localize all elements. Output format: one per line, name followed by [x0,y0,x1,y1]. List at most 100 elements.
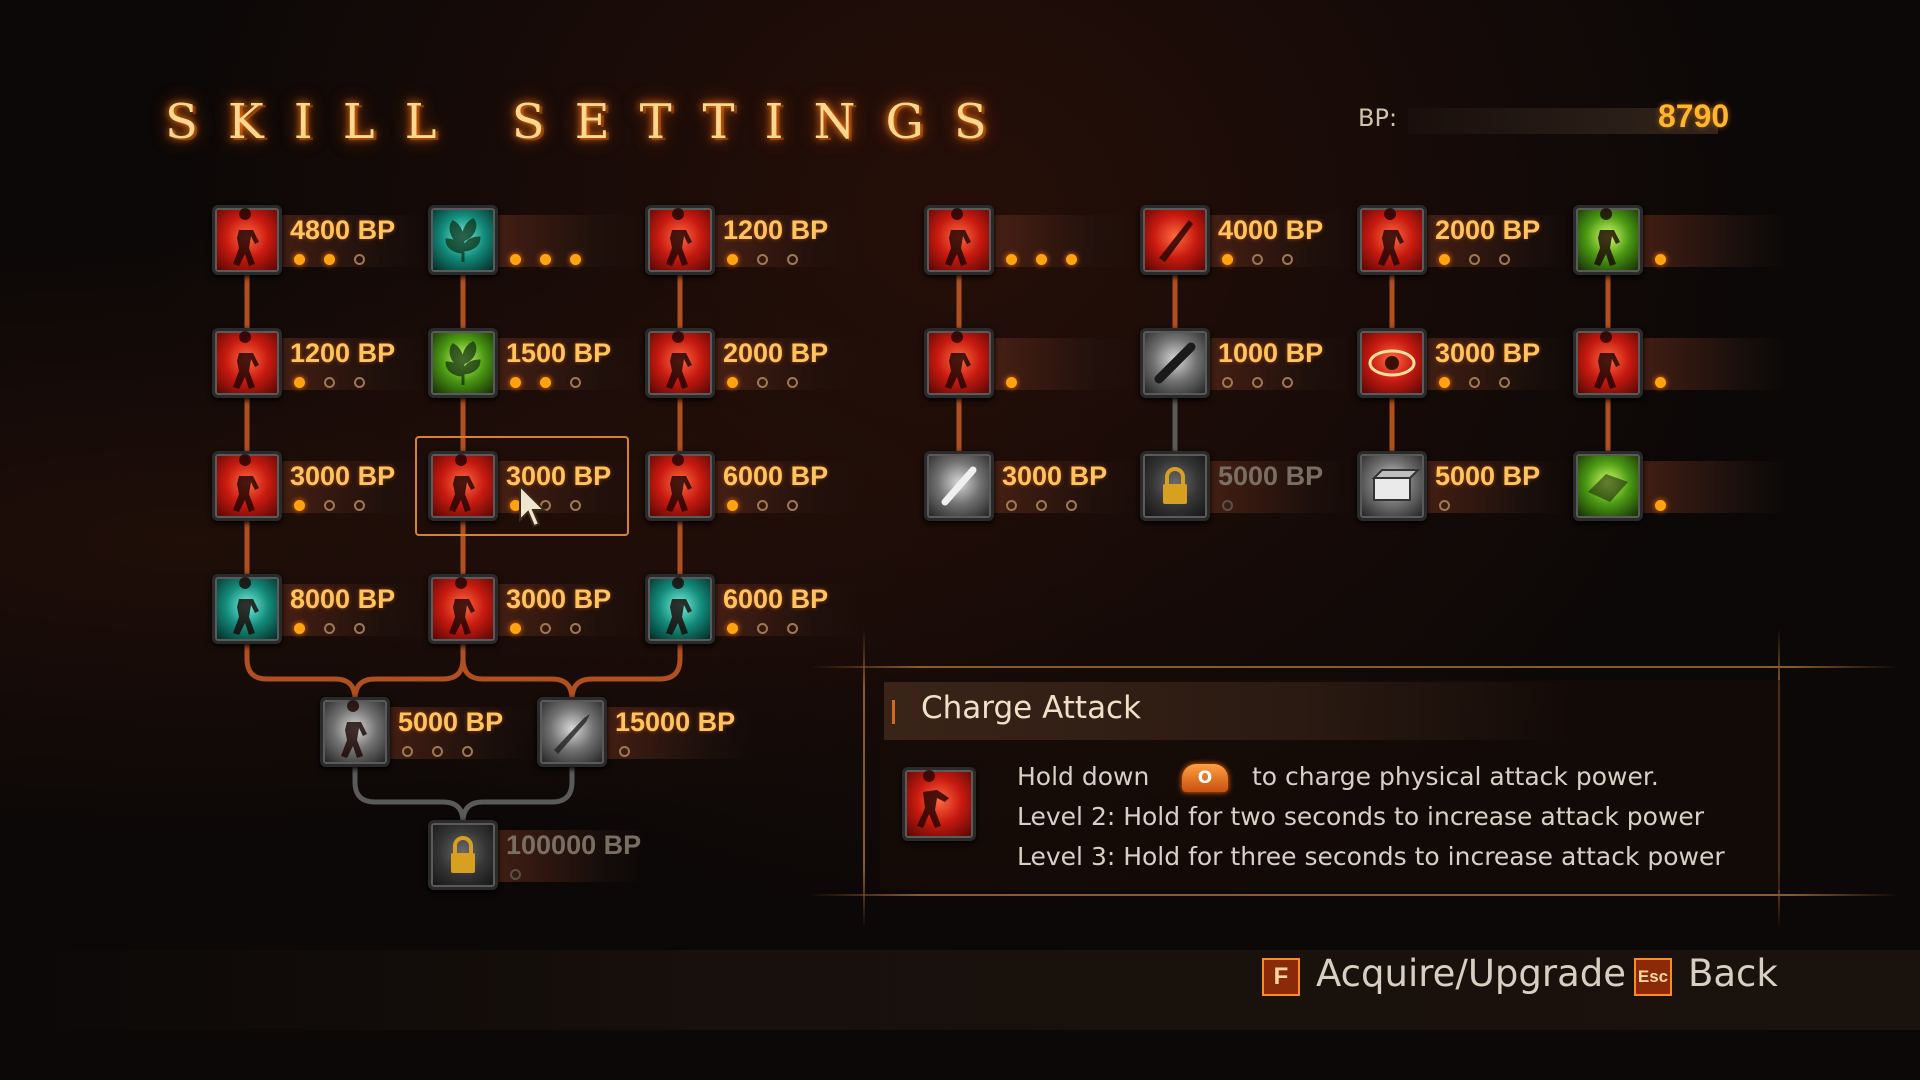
skill-node[interactable]: 3000 BP [924,451,1184,521]
level-pip [1222,377,1233,388]
skill-node[interactable] [1573,328,1833,398]
skill-level-pips [1439,254,1529,266]
skill-node[interactable]: 3000 BP [1357,328,1617,398]
acquire-upgrade-button[interactable]: Acquire/Upgrade [1316,952,1627,995]
skill-node[interactable]: 4800 BP [212,205,472,275]
ammo-box-icon[interactable] [1357,451,1427,521]
partner-icon[interactable] [1573,205,1643,275]
evade-icon[interactable] [212,574,282,644]
punch-icon[interactable] [212,205,282,275]
skill-node[interactable]: 3000 BP [428,574,688,644]
shooter-icon[interactable] [924,328,994,398]
skill-cost: 6000 BP [723,461,829,491]
skill-node[interactable]: 8000 BP [212,574,472,644]
acquire-key-icon[interactable]: F [1262,958,1300,996]
level-pip [619,746,630,757]
frame-line [810,894,1900,896]
herb-icon[interactable] [428,205,498,275]
skill-level-pips [1222,500,1252,512]
back-button[interactable]: Back [1688,952,1778,995]
bp-label: BP: [1358,104,1398,132]
level-pip [324,377,335,388]
crouch-icon[interactable] [212,451,282,521]
skill-level-pips [402,746,492,758]
herb-icon[interactable] [428,328,498,398]
skill-cost: 4000 BP [1218,215,1324,245]
skill-node[interactable]: 1500 BP [428,328,688,398]
level-pip [1655,254,1666,265]
map-icon[interactable] [1573,451,1643,521]
back-key-icon[interactable]: Esc [1634,958,1672,996]
skill-node[interactable]: 6000 BP [645,574,905,644]
charge-attack-icon [902,767,976,841]
skill-cost: 1000 BP [1218,338,1324,368]
handgun-icon[interactable] [924,205,994,275]
level-pip [1006,377,1017,388]
eye-icon[interactable] [1357,328,1427,398]
slide-icon[interactable] [645,574,715,644]
duo-icon[interactable] [1573,328,1643,398]
level-pip [510,254,521,265]
skill-level-pips [727,377,817,389]
ghost-icon[interactable] [320,697,390,767]
level-pip [1006,500,1017,511]
skill-level-pips [1655,500,1685,512]
level-pip [757,377,768,388]
kneel-icon[interactable] [428,574,498,644]
skill-node[interactable]: 3000 BP [212,451,472,521]
level-pip [727,254,738,265]
skill-cost: 5000 BP [1435,461,1541,491]
skill-level-pips [294,500,384,512]
lock-icon[interactable] [428,820,498,890]
skill-node[interactable]: 5000 BP [1140,451,1400,521]
level-pip [354,623,365,634]
level-pip [324,500,335,511]
skill-node[interactable] [924,205,1184,275]
skill-node[interactable]: 1200 BP [212,328,472,398]
skill-node[interactable] [1573,205,1833,275]
level-pip [1222,254,1233,265]
skill-node[interactable]: 5000 BP [320,697,580,767]
aim-icon[interactable] [645,205,715,275]
machete-icon[interactable] [1140,205,1210,275]
skill-node[interactable]: 5000 BP [1357,451,1617,521]
skill-node[interactable]: 3000 BP [428,451,688,521]
skill-node[interactable]: 4000 BP [1140,205,1400,275]
level-pip [787,500,798,511]
skill-cost: 3000 BP [290,461,396,491]
scope-icon[interactable] [1140,328,1210,398]
frame-line [810,666,1900,668]
skill-node[interactable] [428,205,688,275]
lock-icon[interactable] [1140,451,1210,521]
footer-bar [0,950,1920,1030]
level-pip [1282,254,1293,265]
skill-node[interactable] [924,328,1184,398]
frame-line [863,628,865,928]
knife-icon[interactable] [537,697,607,767]
level-pip [540,254,551,265]
skill-node[interactable]: 2000 BP [645,328,905,398]
skill-cost: 3000 BP [506,584,612,614]
skill-cost: 6000 BP [723,584,829,614]
skill-level-pips [294,254,384,266]
skill-node[interactable] [1573,451,1833,521]
skill-node[interactable]: 1000 BP [1140,328,1400,398]
skill-node[interactable]: 15000 BP [537,697,797,767]
skill-level-pips [1222,254,1312,266]
kick-icon[interactable] [645,451,715,521]
skill-node[interactable]: 2000 BP [1357,205,1617,275]
skill-cost: 1500 BP [506,338,612,368]
dash-icon[interactable] [645,328,715,398]
level-pip [570,377,581,388]
level-pip [727,623,738,634]
skill-node[interactable]: 1200 BP [645,205,905,275]
level-pip [540,377,551,388]
charge-attack-icon[interactable] [428,451,498,521]
sniper-icon[interactable] [1357,205,1427,275]
skill-node[interactable]: 6000 BP [645,451,905,521]
lightning-icon[interactable] [212,328,282,398]
level-pip [1282,377,1293,388]
level-pip [432,746,443,757]
baton-icon[interactable] [924,451,994,521]
skill-node[interactable]: 100000 BP [428,820,688,890]
